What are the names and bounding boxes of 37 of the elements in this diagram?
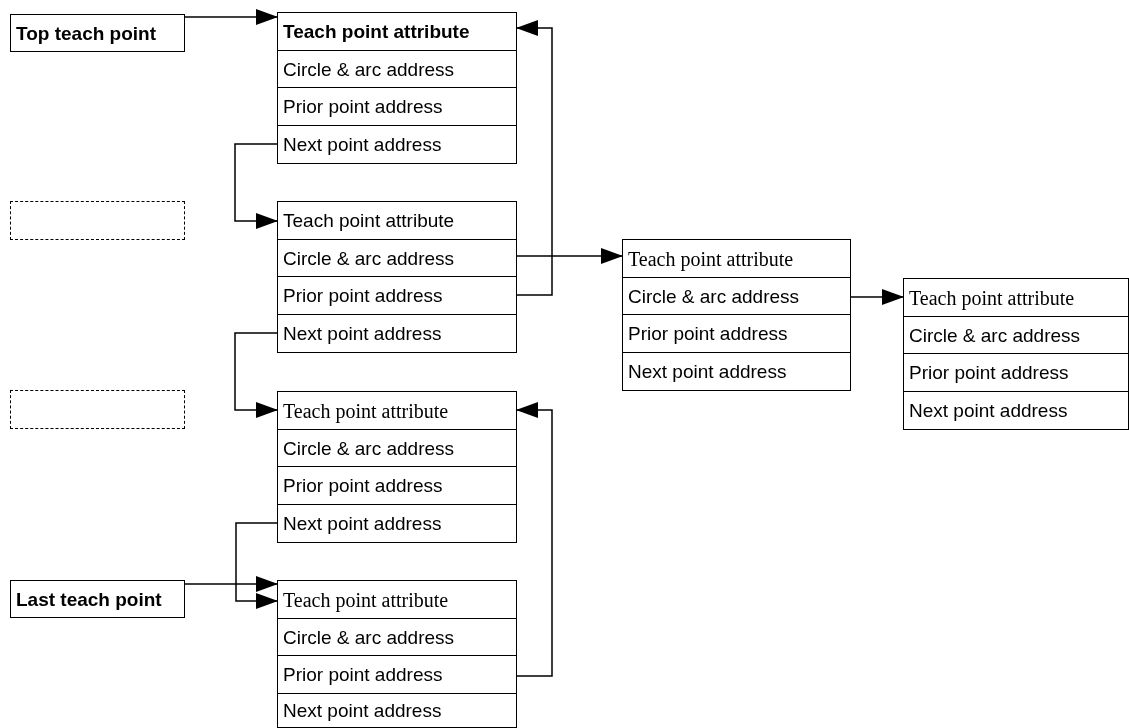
record-field: Prior point address xyxy=(277,655,517,694)
arrow xyxy=(516,402,553,677)
record-field: Circle & arc address xyxy=(622,276,851,316)
arrow xyxy=(516,20,553,296)
record-field: Prior point address xyxy=(622,314,851,353)
arrow xyxy=(235,522,278,609)
arrow xyxy=(184,9,278,25)
record-field: Prior point address xyxy=(277,466,517,505)
record-field: Circle & arc address xyxy=(903,315,1129,355)
empty-dashed-box xyxy=(10,201,185,240)
record-field: Next point address xyxy=(903,390,1129,430)
record-field: Teach point attribute xyxy=(622,239,851,278)
pointer-label: Last teach point xyxy=(10,580,185,618)
arrow xyxy=(184,576,278,592)
record-field: Prior point address xyxy=(903,353,1129,392)
record-field: Next point address xyxy=(277,313,517,353)
record-field: Next point address xyxy=(277,124,517,164)
record-field: Teach point attribute xyxy=(277,580,517,619)
arrow xyxy=(234,332,278,418)
record-field: Circle & arc address xyxy=(277,238,517,278)
record-field: Prior point address xyxy=(277,87,517,126)
record-field: Next point address xyxy=(277,692,517,728)
arrow xyxy=(234,143,278,229)
record-field: Teach point attribute xyxy=(277,12,517,51)
pointer-label: Top teach point xyxy=(10,14,185,52)
record-field: Teach point attribute xyxy=(277,391,517,430)
arrow xyxy=(850,289,904,305)
record-field: Teach point attribute xyxy=(277,201,517,240)
record-field: Next point address xyxy=(277,503,517,543)
empty-dashed-box xyxy=(10,390,185,429)
record-field: Circle & arc address xyxy=(277,428,517,468)
record-field: Next point address xyxy=(622,351,851,391)
record-field: Prior point address xyxy=(277,276,517,315)
record-field: Teach point attribute xyxy=(903,278,1129,317)
record-field: Circle & arc address xyxy=(277,49,517,89)
record-field: Circle & arc address xyxy=(277,617,517,657)
arrow xyxy=(516,248,623,264)
